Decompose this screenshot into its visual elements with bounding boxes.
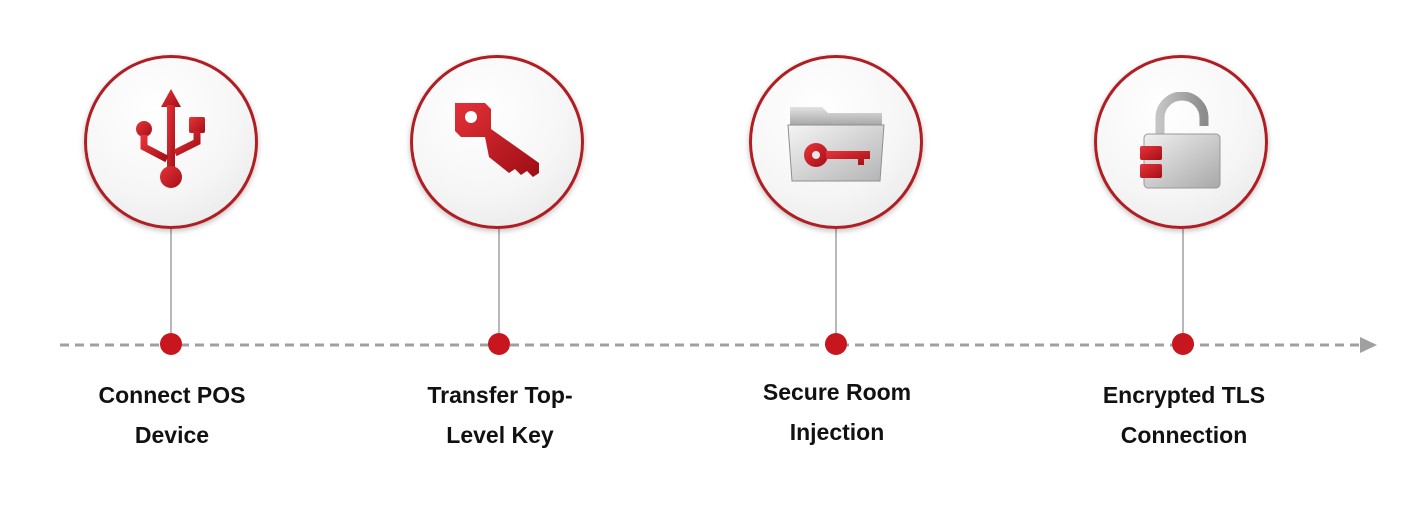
step-icon-circle [410, 55, 584, 229]
padlock-icon [1140, 92, 1221, 189]
step-label-line2: Device [134, 422, 210, 448]
step-connector [498, 229, 500, 333]
step-label-line1: Transfer Top- [427, 382, 573, 408]
step-label-line2: Injection [789, 419, 885, 445]
timeline-arrow-icon [1360, 337, 1377, 353]
step-label: Transfer Top- Level Key [390, 375, 610, 455]
timeline-dot [1172, 333, 1194, 355]
folder-key-icon [787, 107, 885, 182]
step-label-line2: Connection [1120, 422, 1248, 448]
step-connector [170, 229, 172, 333]
key-icon [455, 103, 539, 177]
timeline-dot [160, 333, 182, 355]
step-connector [835, 229, 837, 333]
step-label-line1: Secure Room [762, 379, 912, 405]
step-icon-circle [1094, 55, 1268, 229]
step-label: Encrypted TLS Connection [1074, 375, 1294, 455]
step-label-line2: Level Key [446, 422, 554, 448]
timeline-dot [825, 333, 847, 355]
step-label: Connect POS Device [62, 375, 282, 455]
usb-icon [136, 89, 205, 188]
step-icon-circle [749, 55, 923, 229]
step-label: Secure Room Injection [727, 372, 947, 452]
step-label-line1: Connect POS [98, 382, 246, 408]
step-label-line1: Encrypted TLS [1102, 382, 1266, 408]
timeline-dot [488, 333, 510, 355]
step-icon-circle [84, 55, 258, 229]
step-connector [1182, 229, 1184, 333]
